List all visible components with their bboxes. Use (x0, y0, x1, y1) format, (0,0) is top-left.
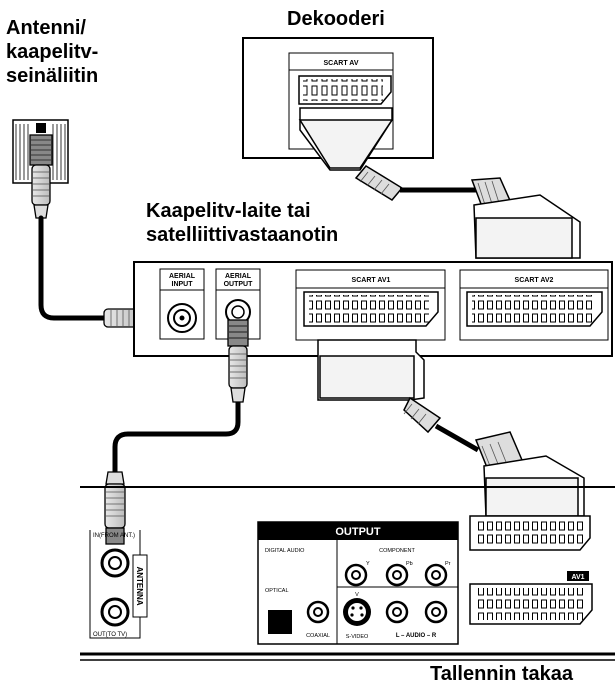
component-pr-label: Pr (445, 561, 451, 567)
cable-wall-to-aerial-input (38, 215, 111, 321)
optical-label: OPTICAL (265, 588, 289, 594)
scart-av1-label: SCART AV1 (352, 277, 391, 284)
digital-audio-label: DIGITAL AUDIO (265, 548, 305, 554)
optical-port (268, 610, 292, 634)
recorder-back-panel: IN(FROM ANT.) OUT(TO TV) ANTENNA OUTPUT … (80, 486, 615, 661)
aerial-output-plug (227, 319, 249, 403)
svideo-label: S-VIDEO (346, 634, 369, 640)
aerial-input-label-1: AERIAL (169, 273, 196, 280)
av1-badge-label: AV1 (571, 574, 584, 581)
component-pb-label: Pb (406, 561, 413, 567)
antenna-vertical-label: ANTENNA (135, 566, 144, 605)
video-v-label: V (355, 592, 359, 598)
av1-badge (567, 571, 589, 581)
antenna-wall-label-line3: seinäliitin (6, 65, 99, 87)
antenna-out-label: OUT(TO TV) (93, 632, 127, 638)
cable-settop-av1-to-recorder (434, 423, 480, 453)
aerial-output-label-2: OUTPUT (224, 281, 254, 288)
settop-top-scart-plug (470, 177, 581, 259)
wall-antenna-plug (29, 134, 53, 219)
component-y-label: Y (366, 561, 370, 567)
aerial-output-label-1: AERIAL (225, 273, 252, 280)
settop-av1-scart-plug (317, 339, 442, 434)
settop-label-line2: satelliittivastaanotin (146, 224, 339, 246)
recorder-antenna-block: IN(FROM ANT.) OUT(TO TV) ANTENNA (89, 530, 148, 639)
aerial-input-label-2: INPUT (172, 281, 194, 288)
scart-av2-label: SCART AV2 (515, 277, 554, 284)
recorder-back-label: Tallennin takaa (430, 663, 574, 685)
cable-settop-to-recorder-antenna (112, 402, 241, 472)
decoder-scart-label: SCART AV (324, 60, 359, 67)
coaxial-label: COAXIAL (306, 633, 330, 639)
antenna-in-label: IN(FROM ANT.) (93, 533, 135, 539)
settop-label: Kaapelitv-laite tai satelliittivastaanot… (146, 199, 338, 247)
audio-label: L – AUDIO – R (396, 633, 437, 639)
recorder-scart-plug (474, 431, 585, 517)
recorder-antenna-plug (104, 471, 126, 545)
antenna-wall-label-line2: kaapelitv- (6, 41, 99, 63)
settop-box: AERIAL INPUT AERIAL OUTPUT SCART AV1 SCA… (133, 261, 613, 357)
recorder-output-block: OUTPUT DIGITAL AUDIO COMPONENT OPTICAL C… (257, 521, 459, 645)
settop-label-line1: Kaapelitv-laite tai (146, 200, 311, 222)
output-title: OUTPUT (335, 526, 381, 538)
recorder-scart-av1 (469, 515, 591, 551)
decoder-scart-plug (298, 107, 404, 201)
antenna-wall-label: Antenni/ kaapelitv- seinäliitin (6, 16, 98, 88)
component-label: COMPONENT (379, 548, 415, 554)
antenna-wall-label-line1: Antenni/ (6, 17, 86, 39)
recorder-scart-av2 (469, 583, 593, 625)
decoder-label: Dekooderi (287, 8, 385, 30)
